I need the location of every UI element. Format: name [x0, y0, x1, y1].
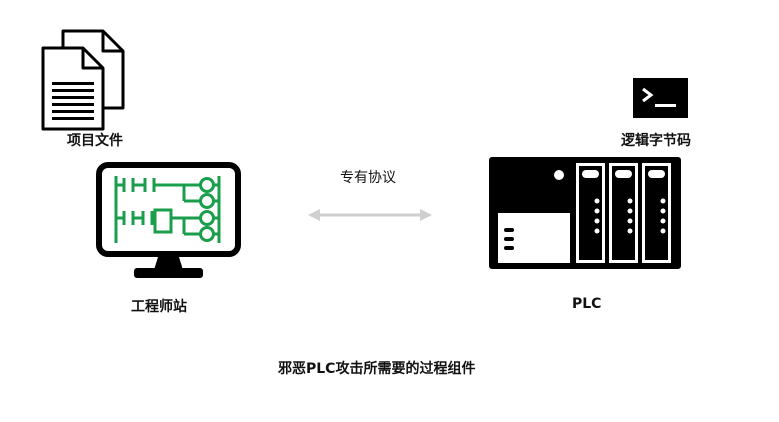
terminal-icon: [633, 78, 688, 118]
monitor-ladder-logic-icon: [96, 162, 241, 280]
project-files-label: 项目文件: [67, 133, 123, 149]
bidirectional-arrow-icon: [306, 206, 434, 224]
diagram-caption: 邪恶PLC攻击所需要的过程组件: [278, 361, 476, 377]
document-stack-icon: [40, 28, 130, 132]
plc-rack-icon: [489, 157, 681, 269]
workstation-label: 工程师站: [131, 299, 187, 315]
bytecode-label: 逻辑字节码: [621, 133, 691, 149]
plc-label: PLC: [572, 296, 602, 312]
protocol-label: 专有协议: [340, 170, 396, 186]
